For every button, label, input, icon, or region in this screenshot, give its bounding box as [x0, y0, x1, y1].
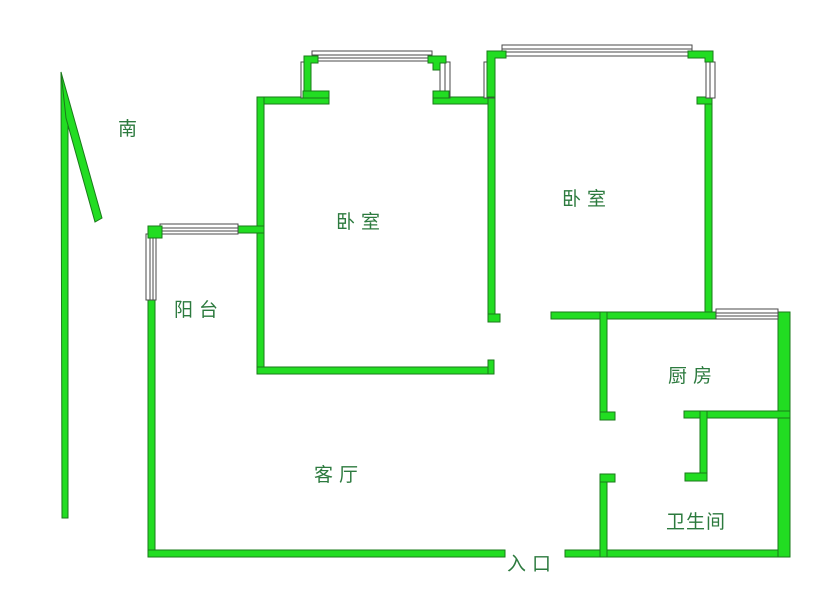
room-label-bathroom: 卫生间	[666, 511, 726, 533]
window-kitchen	[715, 308, 779, 320]
wall-kitchen-left-stub	[599, 411, 616, 421]
room-label-entrance: 入口	[507, 553, 557, 575]
room-label-bedroom-right: 卧室	[562, 188, 612, 210]
window-right-bedroom	[483, 44, 716, 99]
wall-right-bedroom-bottom	[550, 311, 720, 320]
window-balcony	[145, 223, 239, 301]
wall-living-left	[147, 297, 156, 557]
wall-entry-bottom-right	[564, 549, 791, 558]
south-arrow-icon	[60, 71, 103, 519]
wall-bedroom-divider-end	[487, 313, 501, 323]
room-label-living-room: 客厅	[314, 464, 364, 486]
wall-right-bedroom-right-stub	[696, 96, 713, 105]
wall-bathroom-left-stub	[599, 473, 616, 483]
window-left-bedroom	[300, 50, 451, 99]
wall-left-bedroom-left	[256, 96, 265, 375]
wall-right-bedroom-right	[704, 96, 713, 320]
compass-label: 南	[118, 118, 143, 140]
wall-bathroom-left	[599, 473, 608, 558]
room-label-bedroom-left: 卧室	[336, 211, 386, 233]
wall-kitchen-right	[777, 311, 791, 558]
wall-living-bottom	[147, 549, 506, 558]
wall-bathroom-inner	[699, 410, 708, 482]
wall-kitchen-left	[599, 311, 608, 421]
windows	[145, 44, 779, 320]
wall-kitchen-bottom	[683, 410, 791, 419]
room-label-balcony: 阳台	[174, 299, 224, 321]
room-label-kitchen: 厨房	[668, 365, 718, 387]
wall-bedroom-divider	[487, 96, 496, 323]
walls	[147, 96, 791, 558]
wall-left-bedroom-right-stub	[487, 359, 495, 375]
wall-bathroom-inner-stub	[684, 472, 708, 482]
wall-left-bedroom-bottom	[256, 366, 495, 375]
